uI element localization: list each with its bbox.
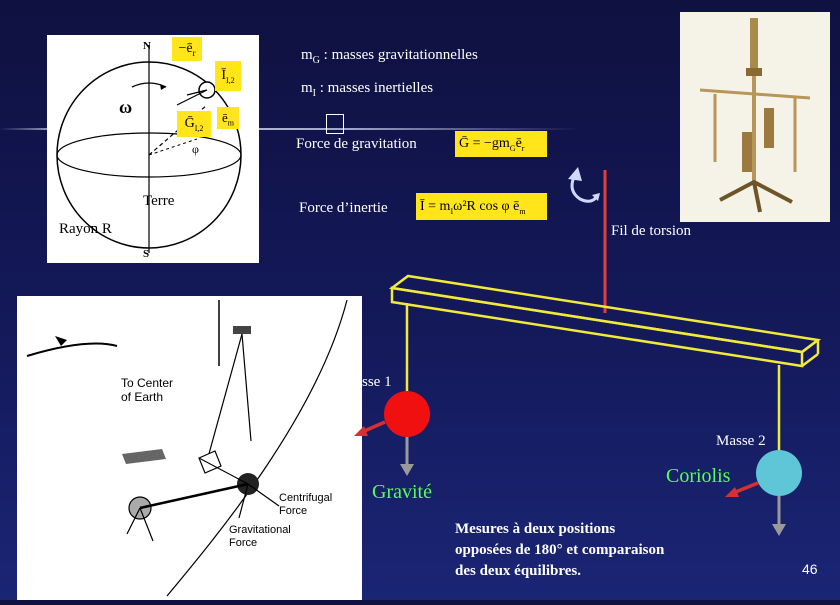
south-label: S [143, 248, 150, 260]
rotation-arrow-icon [568, 167, 600, 203]
mg-definition: mG : masses gravitationnelles [301, 47, 478, 66]
inertia-formula-text: Ī = m [420, 199, 451, 214]
mi-sub: I [312, 88, 317, 99]
globe-drawing [56, 45, 242, 253]
radius-label: Rayon R [59, 221, 112, 237]
grav-formula-end-sub: r [521, 143, 525, 153]
g12-symbol: Ḡ [184, 116, 195, 131]
centrifugal-label: Centrifugal Force [279, 492, 332, 518]
i12-sub: I,2 [226, 75, 235, 85]
gravitational-line1: Gravitational [229, 524, 291, 536]
mass1-label: Masse 1 [342, 374, 392, 390]
mass2-label: Masse 2 [716, 433, 766, 449]
phi-label: φ [192, 142, 199, 156]
gravity-label: Gravité [372, 481, 432, 503]
grav-formula-text: Ḡ = −gm [459, 136, 510, 151]
earth-label: Terre [143, 193, 175, 209]
inertia-formula-sub: I [450, 206, 454, 216]
gravitation-formula: Ḡ = −gmGēr [455, 131, 547, 157]
page-number: 46 [802, 561, 818, 577]
torsion-balance-photo [680, 12, 830, 222]
center-label-line1: To Center [121, 376, 174, 390]
sketch-figure: To Center of Earth Centrifugal Force Gra… [17, 296, 362, 600]
center-label: To Center of Earth [121, 376, 173, 404]
omega-label: ω [119, 97, 133, 117]
center-label-line2: of Earth [121, 390, 164, 404]
globe-figure: N S ω φ −ēr ĪI,2 ḠI,2 ēm Terre Rayon R [47, 35, 259, 263]
centrifugal-line1: Centrifugal [279, 492, 333, 504]
gravitational-line2: Force [229, 537, 258, 549]
conclusion-line2: opposées de 180° et comparaison [455, 542, 665, 558]
em-box: ēm [217, 107, 239, 129]
placeholder-glyph-icon [326, 114, 344, 134]
gravitational-label: Gravitational Force [229, 524, 291, 550]
em-symbol: ē [221, 110, 228, 125]
torsion-label: Fil de torsion [611, 223, 692, 239]
em-sub: m [227, 118, 234, 128]
mi-text: : masses inertielles [316, 80, 434, 96]
centrifugal-line2: Force [279, 505, 308, 517]
inertia-formula-end-sub: m [519, 206, 526, 216]
balance-drawing [699, 18, 811, 213]
er-box: −ēr [172, 37, 202, 61]
inertia-formula-mid: ω²R cos φ ē [453, 199, 520, 214]
inertia-label: Force d’inertie [299, 200, 388, 216]
g12-sub: I,2 [194, 123, 204, 133]
gravitation-label: Force de gravitation [296, 136, 417, 152]
inertia-formula: Ī = mIω²R cos φ ēm [416, 193, 547, 220]
mg-text: : masses gravitationnelles [319, 47, 478, 63]
mg-symbol: m [301, 47, 313, 63]
grav-formula-end: ē [515, 136, 522, 151]
i12-symbol: Ī [221, 68, 226, 83]
grav-formula-sub: G [509, 143, 516, 153]
mg-sub: G [312, 55, 320, 66]
g12-box: ḠI,2 [177, 111, 211, 137]
divider-line [0, 128, 580, 130]
conclusion-line3: des deux équilibres. [455, 563, 581, 579]
i12-box: ĪI,2 [215, 61, 241, 91]
er-symbol: −ē [178, 41, 193, 56]
coriolis-label: Coriolis [666, 465, 731, 487]
mi-symbol: m [301, 80, 313, 96]
sketch-drawing [26, 299, 348, 597]
conclusion-line1: Mesures à deux positions [455, 521, 616, 537]
mi-definition: mI : masses inertielles [301, 80, 433, 99]
north-label: N [143, 40, 151, 52]
er-sub: r [192, 47, 196, 58]
conclusion-text: Mesures à deux positions opposées de 180… [455, 519, 664, 582]
